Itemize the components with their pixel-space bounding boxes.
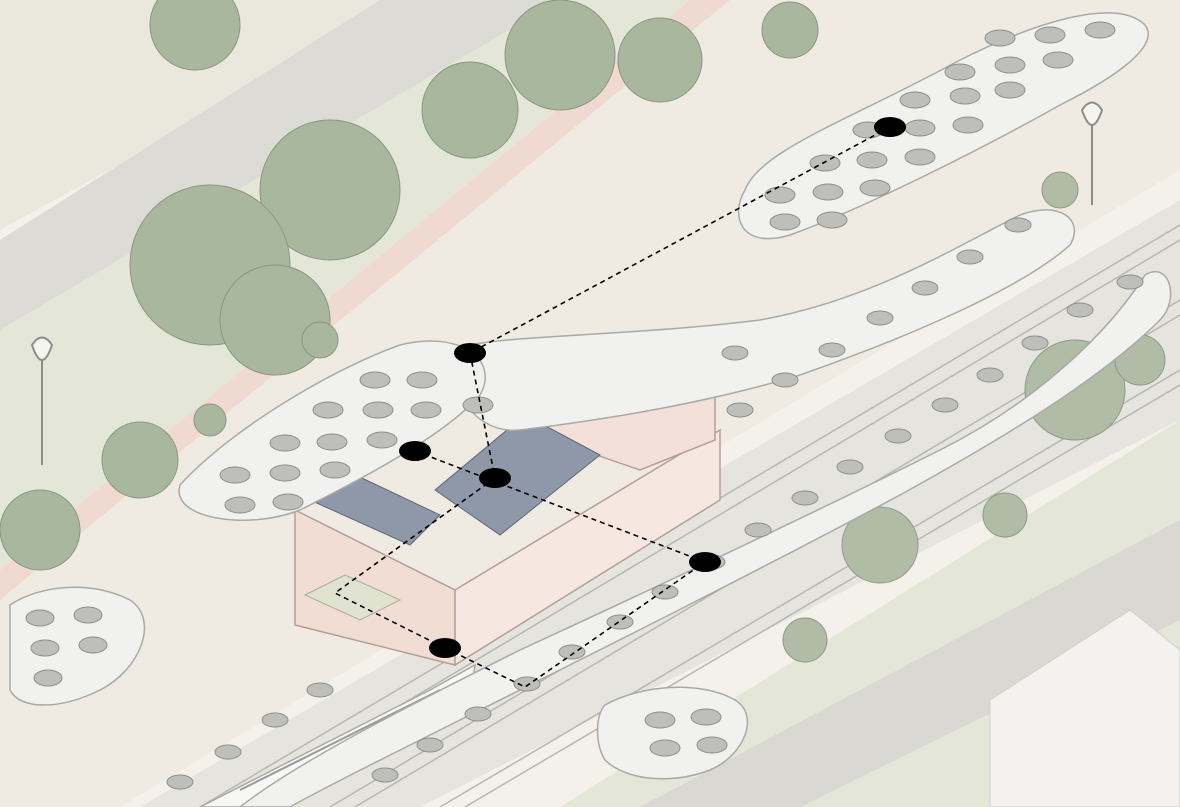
building-side xyxy=(454,428,721,667)
route-leg-2 xyxy=(469,352,496,479)
route-marker xyxy=(479,468,511,488)
route-marker xyxy=(399,441,431,461)
solar-roof xyxy=(434,414,601,536)
canopy-platform-b xyxy=(238,271,1172,807)
route-marker xyxy=(874,117,906,137)
trees xyxy=(0,0,1166,663)
tree-cluster-top xyxy=(0,0,819,571)
lower-right-road xyxy=(640,520,1180,807)
canopy-platform-a xyxy=(455,209,1076,431)
lower-right-building xyxy=(989,609,1180,807)
route-marker xyxy=(689,552,721,572)
route-leg-4 xyxy=(333,477,496,649)
route-markers xyxy=(399,117,906,658)
grass-strip xyxy=(0,0,690,570)
route-leg-1 xyxy=(469,126,891,354)
green-roof xyxy=(303,574,402,621)
route-leg-5 xyxy=(444,561,706,688)
canopy-holes xyxy=(25,21,1144,790)
route-leg-3 xyxy=(414,450,706,563)
route-marker xyxy=(429,638,461,658)
route-path xyxy=(333,126,891,688)
canopies xyxy=(9,12,1172,807)
canopy-top-right xyxy=(737,12,1149,240)
wind-turbine-icon xyxy=(30,336,54,465)
route-marker xyxy=(454,343,486,363)
canopy-station-left xyxy=(178,340,486,521)
wind-turbine-icon xyxy=(1080,101,1104,205)
